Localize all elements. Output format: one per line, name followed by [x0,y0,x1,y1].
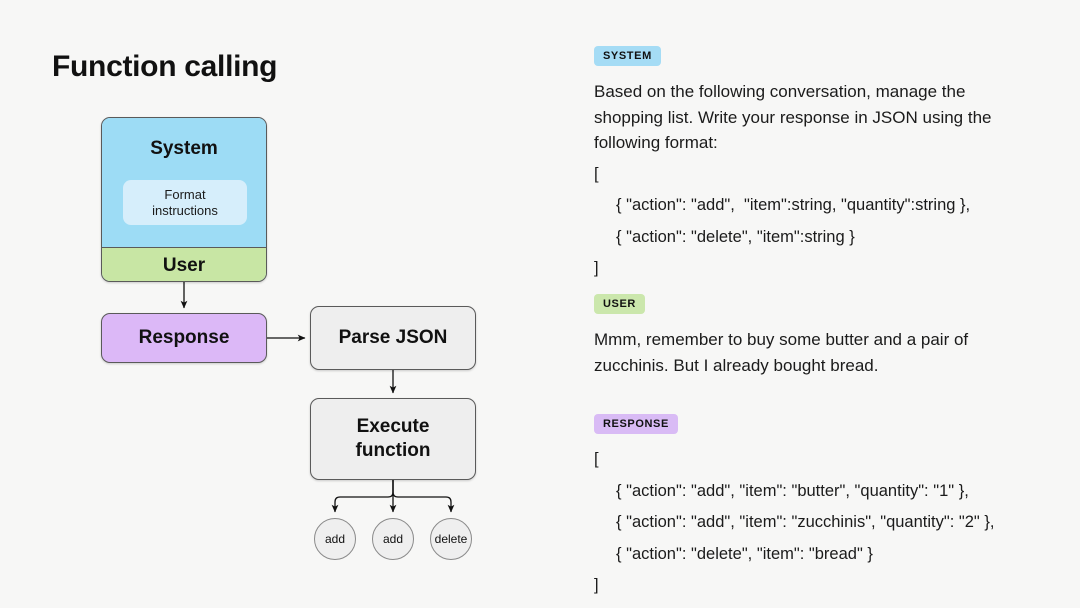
response-json-line-2: { "action": "add", "item": "zucchinis", … [616,513,995,531]
system-json-line-1: { "action": "add", "item":string, "quant… [616,196,971,214]
response-json-open: [ [594,450,599,468]
response-json-line-1: { "action": "add", "item": "butter", "qu… [616,481,969,500]
execute-function-box[interactable]: Execute function [310,398,476,480]
conversation-panel: SYSTEM Based on the following conversati… [570,0,1080,608]
execute-function-label: Execute function [355,416,431,461]
format-instructions-label: Format instructions [152,186,218,218]
format-instructions-box[interactable]: Format instructions [123,180,247,225]
parse-json-box[interactable]: Parse JSON [310,306,476,370]
system-section: System Format instructions [102,118,266,248]
arrow-execute-to-delete [392,480,455,513]
response-json-line-3: { "action": "delete", "item": "bread" } [616,544,873,563]
leaf-node-add-2[interactable]: add [372,518,414,560]
role-badge-user: USER [594,294,645,314]
system-message-text: Based on the following conversation, man… [594,82,992,152]
response-label: Response [138,327,230,348]
message-block-system: SYSTEM Based on the following conversati… [594,46,1064,282]
message-block-user: USER Mmm, remember to buy some butter an… [594,294,1064,378]
user-message-text: Mmm, remember to buy some butter and a p… [594,330,969,375]
arrow-execute-to-add-1 [331,480,394,513]
leaf-node-delete[interactable]: delete [430,518,472,560]
message-block-response: RESPONSE [ { "action": "add", "item": "b… [594,414,1064,599]
page-title: Function calling [52,50,278,83]
system-label: System [150,138,218,159]
role-badge-response: RESPONSE [594,414,678,434]
leaf-node-add-1[interactable]: add [314,518,356,560]
system-json-line-2: { "action": "delete", "item":string } [616,227,855,246]
parse-json-label: Parse JSON [338,327,448,348]
diagram-panel: Function calling System Format instructi… [52,50,476,560]
connector-arrows [180,282,455,513]
system-json-close: ] [594,259,599,277]
response-json-close: ] [594,576,599,594]
user-label: User [162,254,206,276]
system-user-box[interactable]: System Format instructions User [101,117,267,282]
role-badge-system: SYSTEM [594,46,661,66]
user-section: User [102,248,266,281]
response-box[interactable]: Response [101,313,267,363]
system-json-open: [ [594,164,599,183]
